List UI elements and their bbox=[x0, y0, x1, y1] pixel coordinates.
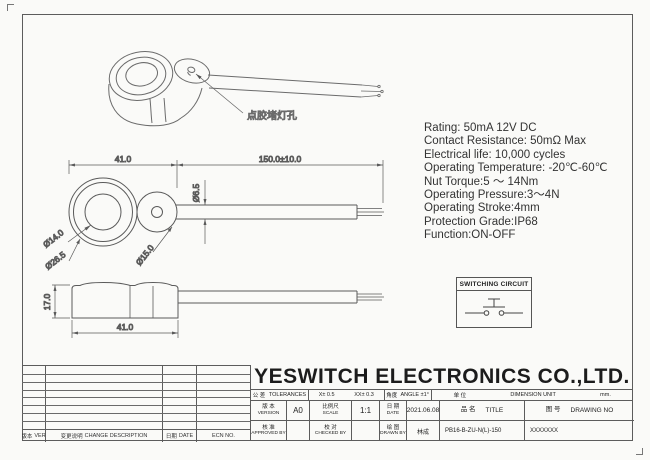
unit-value: mm. bbox=[600, 392, 611, 398]
tolerances-label-zh: 公 差 bbox=[252, 393, 266, 399]
rev-date-label-en: DATE bbox=[178, 433, 194, 439]
dim-body-width: 41.0 bbox=[115, 154, 132, 164]
switching-circuit-title: SWITCHING CIRCUIT bbox=[457, 278, 531, 291]
scale-label-cell: 比例尺 SCALE bbox=[309, 401, 351, 421]
dim-side-width: 41.0 bbox=[117, 322, 134, 332]
sheet-corner-mark bbox=[636, 448, 643, 455]
dim-cable-length: 150.0±10.0 bbox=[259, 154, 302, 164]
tolerances-row: 公 差 TOLERANCES X± 0.5 XX± 0.3 角度 ANGLE ±… bbox=[251, 390, 633, 401]
dim-lobe-dia: Ø15.0 bbox=[134, 243, 156, 268]
top-view: 41.0 150.0±10.0 Ø6.5 Ø14.0 Ø26.5 Ø15.0 bbox=[41, 154, 384, 272]
unit-label-zh: 单 位 bbox=[453, 393, 467, 399]
drawing-border-frame bbox=[22, 14, 633, 441]
rev-date-label-zh: 日期 bbox=[165, 434, 177, 440]
isometric-view: 点胶堵灯孔 bbox=[108, 51, 384, 127]
switching-circuit-box: SWITCHING CIRCUIT bbox=[456, 277, 532, 328]
spec-line: Rating: 50mA 12V DC bbox=[424, 122, 537, 134]
drawn-by-value: 林成 bbox=[406, 421, 439, 441]
version-label-cell: 版 本 VERSION bbox=[251, 401, 286, 421]
checked-by-value bbox=[351, 421, 379, 441]
leader-arrowhead bbox=[196, 74, 202, 80]
spec-line: Function:ON-OFF bbox=[424, 229, 516, 242]
approved-by-label-cell: 核 准 APPROVED BY bbox=[251, 424, 286, 437]
spec-line: Electrical life: 10,000 cycles bbox=[424, 148, 566, 161]
company-name: YESWITCH ELECTRONICS CO.,LTD. bbox=[251, 365, 633, 390]
tolerance-xx: XX± 0.3 bbox=[354, 392, 374, 398]
sheet-corner-mark bbox=[7, 4, 14, 11]
revision-table-header: 版本 VER 变更说明 CHANGE DESCRIPTION 日期 DATE E… bbox=[22, 429, 250, 442]
rev-desc-label-zh: 变更说明 bbox=[60, 434, 83, 440]
unit-label-en: DIMENSION UNIT bbox=[510, 392, 556, 398]
drawing-no-label-cell: 图 号 DRAWING NO bbox=[524, 401, 634, 421]
revision-table: 版本 VER 变更说明 CHANGE DESCRIPTION 日期 DATE E… bbox=[22, 365, 250, 442]
rev-ver-label-en: VER bbox=[34, 433, 45, 439]
tolerance-x: X± 0.5 bbox=[318, 392, 335, 398]
spec-line: Operating Temperature: -20℃-60℃ bbox=[424, 162, 608, 175]
scale-value: 1:1 bbox=[351, 401, 379, 421]
push-button-symbol-icon bbox=[465, 298, 523, 316]
rev-ecn-label: ECN NO. bbox=[212, 433, 235, 439]
tolerances-label-en: TOLERANCES bbox=[268, 392, 307, 398]
side-view: 17.0 41.0 bbox=[42, 282, 384, 338]
dim-outer-dia: Ø26.5 bbox=[43, 249, 68, 271]
drawn-by-label-cell: 绘 图 DRAWN BY bbox=[379, 421, 406, 441]
rev-desc-label-en: CHANGE DESCRIPTION bbox=[84, 433, 148, 439]
spec-line: Operating Stroke:4mm bbox=[424, 202, 540, 215]
title-block: YESWITCH ELECTRONICS CO.,LTD. 公 差 TOLERA… bbox=[250, 365, 634, 441]
drawing-no-value: XXXXXXX bbox=[524, 421, 634, 441]
approved-by-value bbox=[286, 421, 309, 441]
spec-line: Operating Pressure:3～4N bbox=[424, 189, 560, 202]
spec-line: Contact Resistance: 50mΩ Max bbox=[424, 135, 586, 148]
spec-line: Nut Torque:5 ～ 14Nm bbox=[424, 175, 539, 188]
dim-cable-dia: Ø6.5 bbox=[191, 184, 201, 203]
rev-ver-label-zh: 版本 bbox=[22, 434, 33, 440]
glue-hole-annotation: 点胶堵灯孔 bbox=[247, 109, 297, 122]
date-value: 2021.06.08 bbox=[406, 401, 439, 421]
spec-line: Protection Grade:IP68 bbox=[424, 215, 538, 228]
title-label-cell: 品 名 TITLE bbox=[439, 401, 524, 421]
dim-inner-dia: Ø14.0 bbox=[41, 227, 66, 249]
version-value: A0 bbox=[286, 401, 309, 421]
part-number-value: PB16-B-ZU-N(L)-150 bbox=[439, 421, 524, 441]
dim-side-height: 17.0 bbox=[42, 293, 52, 310]
specifications-list: Rating: 50mA 12V DC Contact Resistance: … bbox=[424, 122, 636, 243]
leader-line bbox=[195, 73, 244, 114]
checked-by-label-cell: 校 对 CHECKED BY bbox=[309, 421, 351, 441]
angle-tolerance: ANGLE ±1° bbox=[400, 392, 429, 398]
angle-label-zh: 角度 bbox=[386, 393, 398, 399]
date-label-cell: 日 期 DATE bbox=[379, 401, 406, 421]
